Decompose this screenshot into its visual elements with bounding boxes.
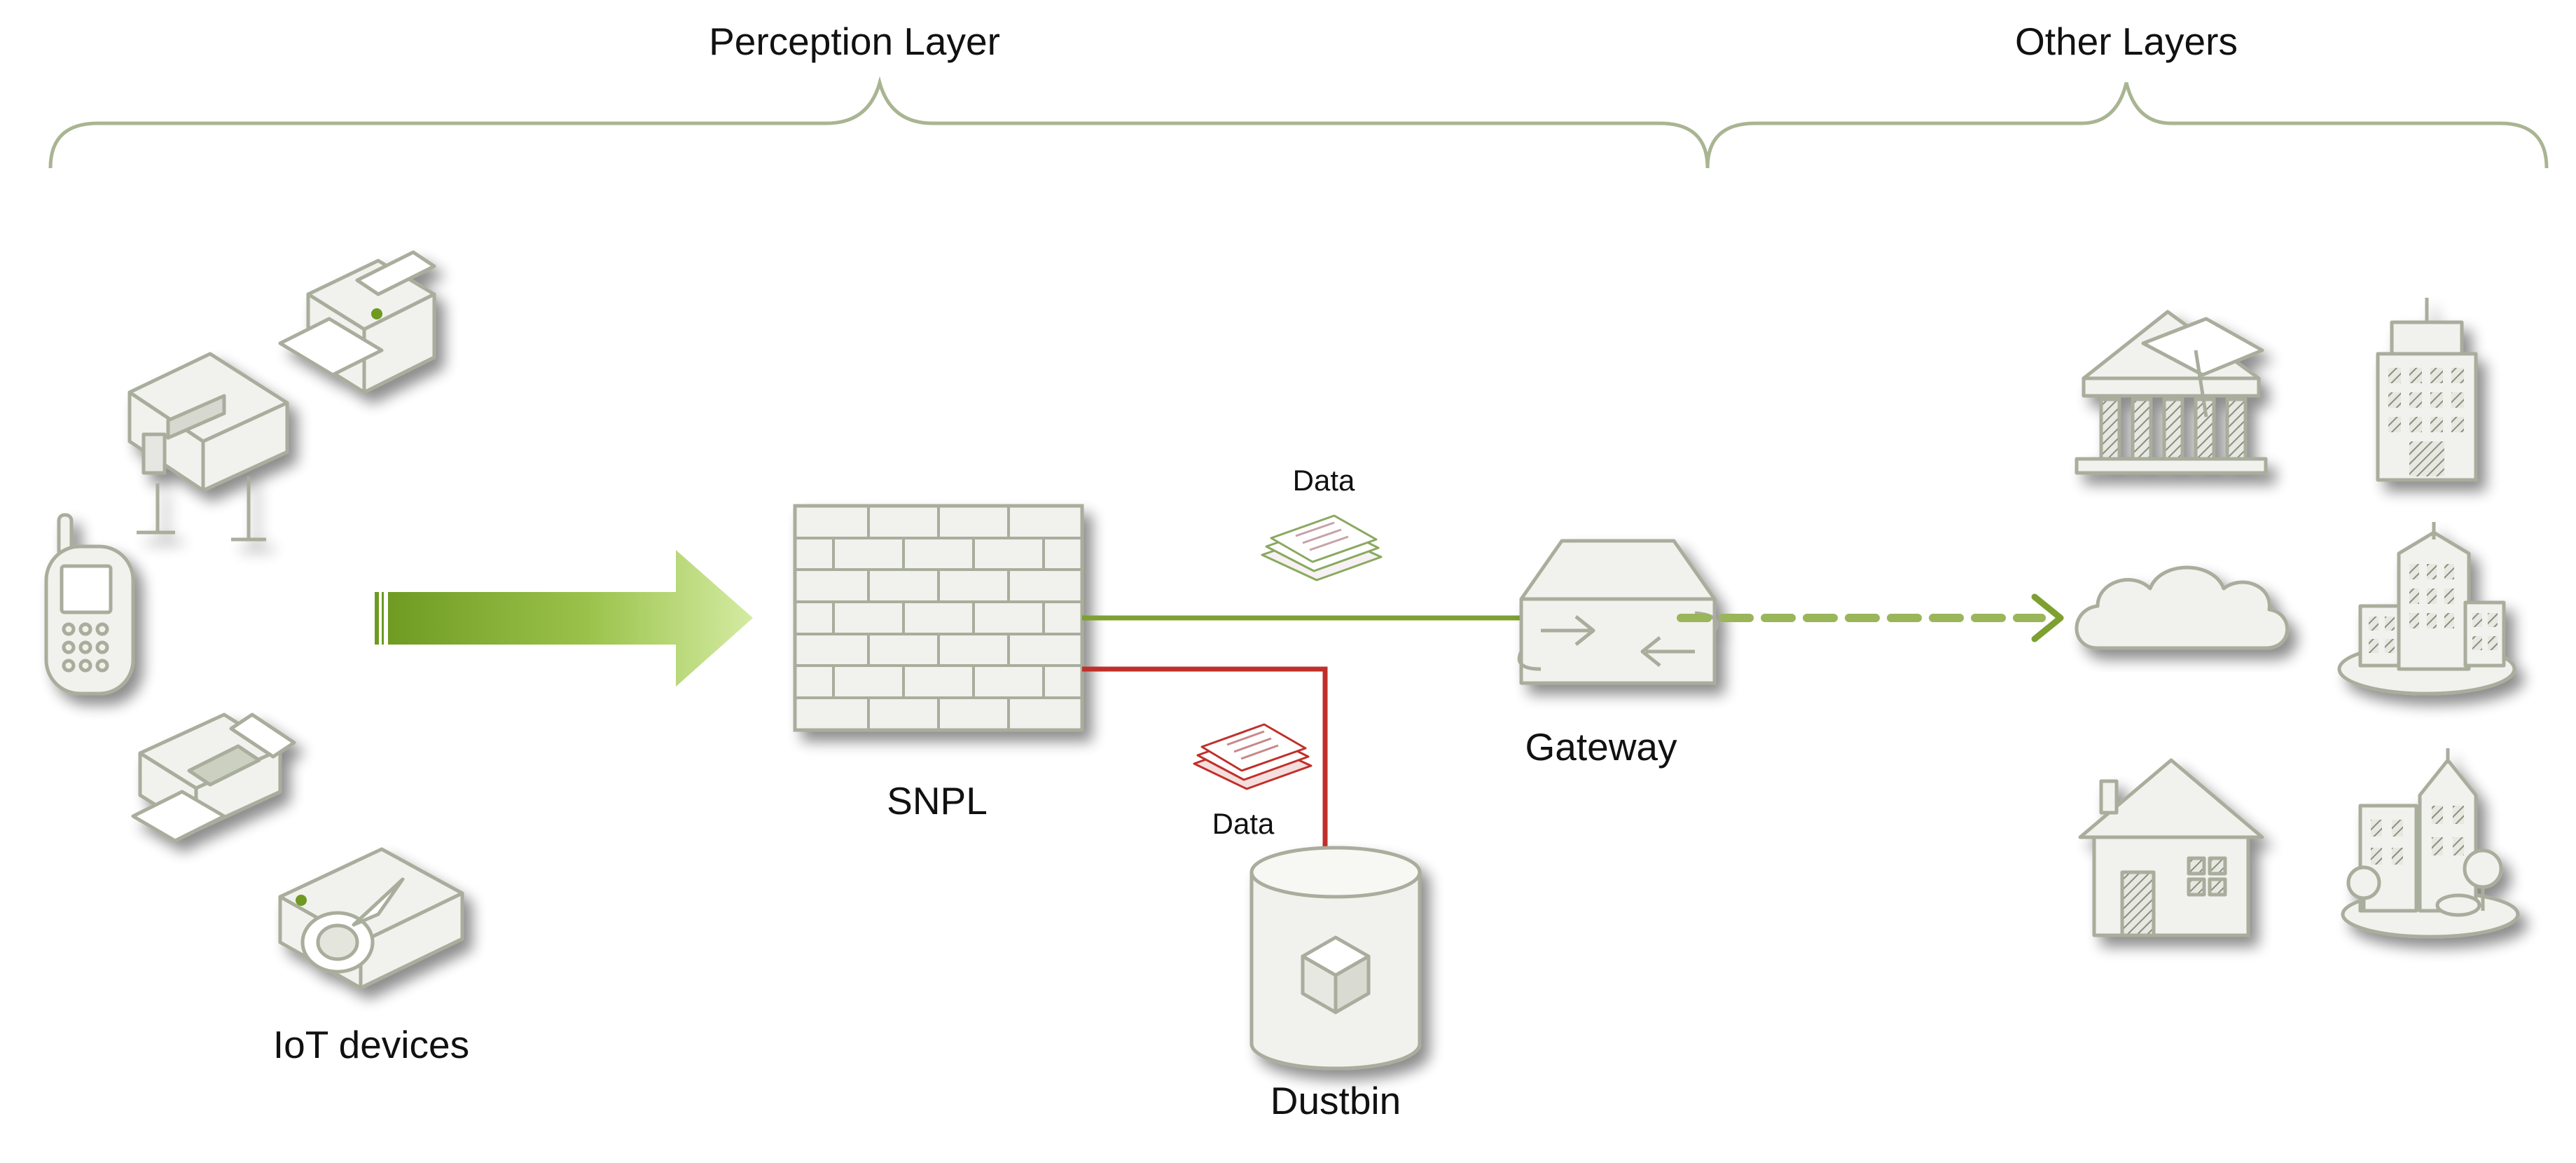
discard-data-line <box>1082 666 1328 851</box>
office-tower-icon <box>2376 298 2478 482</box>
perception-layer-brace <box>48 76 1710 169</box>
cloud-icon <box>2075 565 2290 650</box>
forward-data-label: Data <box>1293 464 1355 497</box>
perception-layer-label: Perception Layer <box>709 20 1000 63</box>
gateway-label: Gateway <box>1525 725 1677 769</box>
outbound-dashed-arrow <box>1677 593 2064 642</box>
data-inflow-arrow <box>375 550 753 687</box>
firewall-icon <box>793 504 1084 732</box>
plotter-icon <box>127 352 289 542</box>
projector-icon <box>278 847 464 990</box>
university-icon <box>2075 310 2268 475</box>
dustbin-cylinder-icon <box>1249 846 1422 1071</box>
mobile-phone-icon <box>44 513 135 696</box>
town-icon <box>2341 748 2520 939</box>
fax-machine-icon <box>131 713 296 843</box>
snpl-label: SNPL <box>887 779 988 823</box>
gateway-router-icon <box>1517 539 1719 685</box>
printer-icon <box>278 250 436 394</box>
discard-data-label: Data <box>1212 807 1275 840</box>
other-layers-brace <box>1705 82 2549 169</box>
dustbin-label: Dustbin <box>1270 1079 1401 1122</box>
other-layers-label: Other Layers <box>2015 20 2238 63</box>
discarded-data-documents-icon <box>1193 723 1313 790</box>
iot-devices-label: IoT devices <box>273 1023 469 1066</box>
data-documents-icon <box>1261 514 1383 582</box>
city-buildings-icon <box>2337 522 2516 696</box>
house-icon <box>2078 758 2264 937</box>
